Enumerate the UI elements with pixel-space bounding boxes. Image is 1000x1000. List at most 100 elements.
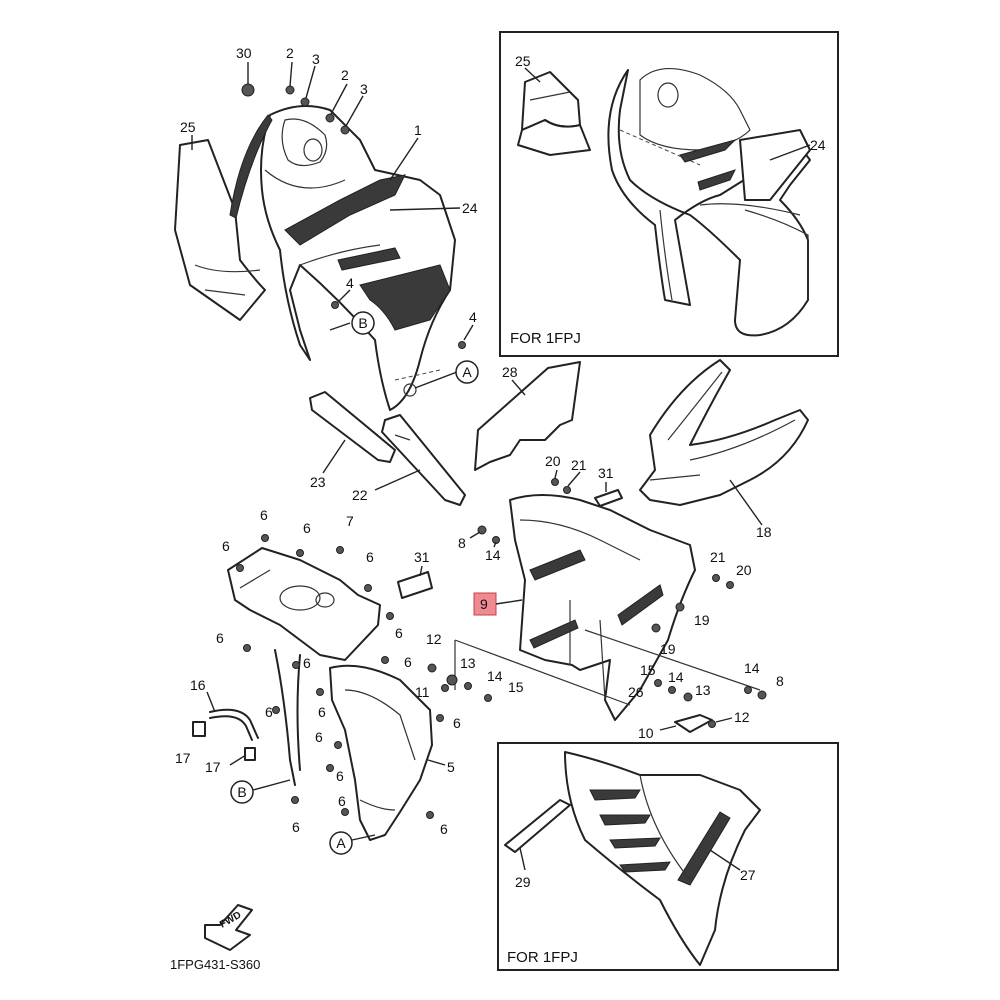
bolt-13b (683, 692, 693, 702)
left-bolts (236, 534, 444, 819)
part-25-side-panel (174, 139, 266, 321)
callout-14a: 14 (485, 547, 501, 563)
inset-top-leader-25 (524, 67, 541, 83)
callout-6m: 6 (336, 768, 344, 784)
leader-28 (511, 379, 526, 396)
callout-15a: 15 (508, 679, 524, 695)
leader-12b (715, 717, 733, 723)
callout-1: 1 (414, 122, 422, 138)
bolt-21b (712, 574, 720, 582)
reference-b-lower-label: B (237, 784, 246, 800)
leader-16 (206, 691, 216, 713)
reference-a-top (455, 360, 479, 384)
callout-22: 22 (352, 487, 368, 503)
part-5-side-cover (329, 664, 433, 841)
callout-17b: 17 (205, 759, 221, 775)
inset-bottom-frame (497, 742, 839, 971)
leader-23 (322, 439, 346, 474)
bolt-2a (285, 85, 295, 95)
part-31-tag-upper (594, 489, 623, 507)
callout-26: 26 (628, 684, 644, 700)
inset-top-label: FOR 1FPJ (510, 330, 581, 347)
callout-6b: 6 (222, 538, 230, 554)
reference-b-lower (230, 780, 254, 804)
callout-19a: 19 (694, 612, 710, 628)
inset-bottom-cowl (564, 751, 761, 966)
callout-4b: 4 (469, 309, 477, 325)
callout-21b: 21 (710, 549, 726, 565)
callout-17a: 17 (175, 750, 191, 766)
callout-18: 18 (756, 524, 772, 540)
part-7-inner-bracket (227, 547, 381, 661)
bolt-13a (446, 674, 458, 686)
reference-a-top-label: A (462, 364, 472, 380)
callout-8b: 8 (776, 673, 784, 689)
leader-22 (374, 469, 421, 491)
callout-14b: 14 (487, 668, 503, 684)
inset-top-frame (499, 31, 839, 357)
callout-3a: 3 (312, 51, 320, 67)
leader-9 (495, 599, 523, 605)
callout-14c: 14 (668, 669, 684, 685)
callout-6j: 6 (453, 715, 461, 731)
reference-a-lower-label: A (336, 835, 346, 851)
reference-b-top-label: B (358, 315, 367, 331)
callout-14d: 14 (744, 660, 760, 676)
bolt-4b (458, 341, 466, 349)
leader-a-lower (351, 834, 376, 841)
bolt-2b (325, 113, 335, 123)
leader-21a (567, 471, 581, 487)
leader-31b (419, 565, 423, 577)
callout-6e: 6 (395, 625, 403, 641)
leader-17b (229, 754, 247, 766)
leader-20a (554, 469, 558, 479)
leader-5 (427, 759, 446, 766)
bolt-19b (651, 623, 661, 633)
callout-6f: 6 (216, 630, 224, 646)
part-23-panel (309, 391, 396, 463)
callout-8a: 8 (458, 535, 466, 551)
part-18-windshield-panel (639, 359, 809, 506)
callout-19b: 19 (660, 641, 676, 657)
callout-12a: 12 (426, 631, 442, 647)
inset-top-callout-24: 24 (810, 137, 826, 153)
callout-24: 24 (462, 200, 478, 216)
bolt-14d (744, 686, 752, 694)
callout-31a: 31 (598, 465, 614, 481)
callout-20a: 20 (545, 453, 561, 469)
bolt-14b (464, 682, 472, 690)
bolt-4a (331, 301, 339, 309)
callout-5: 5 (447, 759, 455, 775)
part-22-panel (381, 414, 466, 506)
bolt-20a (551, 478, 559, 486)
part-28-sheet (474, 361, 581, 471)
callout-21a: 21 (571, 457, 587, 473)
fwd-arrow-icon: FWD (204, 904, 253, 951)
callout-20b: 20 (736, 562, 752, 578)
bolt-14c (668, 686, 676, 694)
top-leaders (191, 61, 474, 389)
diagram-code: 1FPG431-S360 (170, 957, 260, 972)
callout-15b: 15 (640, 662, 656, 678)
leader-14a (493, 541, 497, 548)
inset-top-callout-25: 25 (515, 53, 531, 69)
bolt-11 (441, 684, 449, 692)
callout-3b: 3 (360, 81, 368, 97)
leader-10 (659, 725, 677, 731)
callout-12b: 12 (734, 709, 750, 725)
bolt-12b (708, 720, 716, 728)
bolt-19a (675, 602, 685, 612)
callout-6h: 6 (404, 654, 412, 670)
part-16-stay (209, 708, 259, 741)
part-1-upper-cowling (260, 105, 456, 411)
inset-bottom-callout-27: 27 (740, 867, 756, 883)
inset-bottom-leader-29 (519, 847, 526, 871)
callout-6i: 6 (318, 704, 326, 720)
part-31-tag-lower (397, 571, 433, 599)
inset-bottom-callout-29: 29 (515, 874, 531, 890)
callout-2a: 2 (286, 45, 294, 61)
bolt-12a (427, 663, 437, 673)
part-24-strip (229, 114, 273, 219)
callout-6g: 6 (303, 655, 311, 671)
